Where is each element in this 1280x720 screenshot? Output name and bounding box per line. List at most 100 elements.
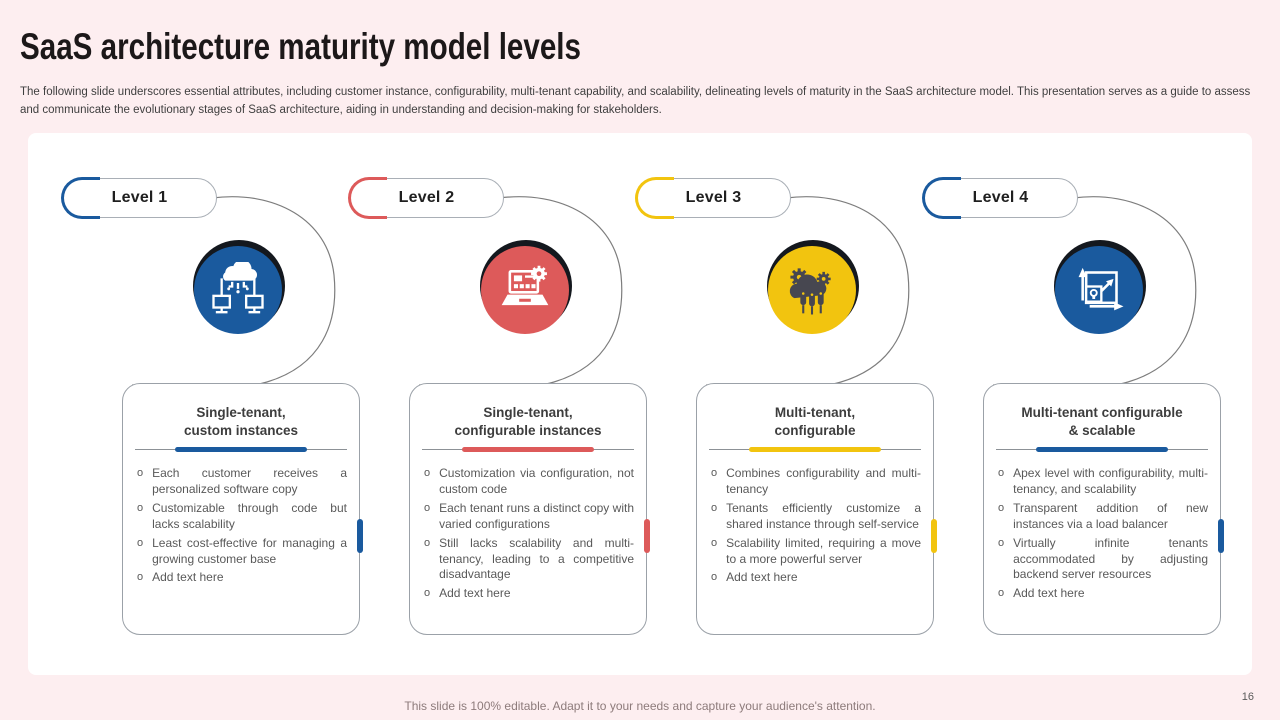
bullet-item: o Scalability limited, requiring a move t… xyxy=(711,536,921,568)
cloud-network-icon xyxy=(194,246,282,334)
bullet-text: Tenants efficiently customize a shared i… xyxy=(726,501,921,531)
bullet-marker: o xyxy=(711,571,718,584)
card-bullets: o Apex level with configurability, multi-… xyxy=(998,466,1208,602)
bullet-text: Transparent addition of new instances vi… xyxy=(1013,501,1208,531)
level-badge: Level 4 xyxy=(922,177,1078,219)
bullet-item: o Each customer receives a personalized s… xyxy=(137,466,347,498)
bullet-marker: o xyxy=(137,467,144,480)
level-badge: Level 1 xyxy=(61,177,217,219)
bullet-text: Combines configurability and multi-tenan… xyxy=(726,466,921,497)
bullet-item: o Add text here xyxy=(711,570,921,586)
bullet-text: Scalability limited, requiring a move to… xyxy=(726,535,921,566)
bullet-item: o Combines configurability and multi-tena… xyxy=(711,466,921,498)
bullet-marker: o xyxy=(137,502,144,515)
card-accent-bar xyxy=(643,519,650,553)
level-icon xyxy=(480,240,573,334)
level-column-4: Level 4 Multi-tenant configurable & scala… xyxy=(922,133,1224,675)
card-title-line: Multi-tenant configurable xyxy=(1021,405,1183,420)
bullet-item: o Apex level with configurability, multi-… xyxy=(998,466,1208,498)
card-bullets: o Combines configurability and multi-tena… xyxy=(711,466,921,586)
card-divider xyxy=(709,447,921,453)
card-title: Single-tenant, custom instances xyxy=(133,404,349,440)
card-title: Multi-tenant, configurable xyxy=(707,404,923,440)
level-column-3: Level 3 xyxy=(635,133,937,675)
bullet-text: Apex level with configurability, multi-t… xyxy=(1013,466,1208,497)
card-divider xyxy=(135,447,347,453)
bullet-marker: o xyxy=(998,587,1005,600)
level-badge-label: Level 1 xyxy=(111,189,168,206)
card-title: Multi-tenant configurable & scalable xyxy=(994,404,1210,440)
card-bullets: o Each customer receives a personalized s… xyxy=(137,466,347,586)
card-divider xyxy=(422,447,634,453)
level-card: Multi-tenant, configurable o Combines conf… xyxy=(696,383,937,635)
bullet-text: Each customer receives a personalized so… xyxy=(152,466,347,497)
card-title-line: configurable instances xyxy=(454,423,602,439)
bullet-marker: o xyxy=(424,502,431,515)
page-number: 16 xyxy=(1241,691,1254,703)
cloud-gears-icon xyxy=(768,246,856,334)
bullet-text: Still lacks scalability and multi-tenanc… xyxy=(439,535,634,582)
bullet-item: o Transparent addition of new instances v… xyxy=(998,501,1208,533)
level-card: Multi-tenant configurable & scalable o Ape… xyxy=(983,383,1224,635)
bullet-marker: o xyxy=(998,467,1005,480)
bullet-marker: o xyxy=(711,536,718,549)
level-column-1: Level 1 Single-tenant, custom instances xyxy=(61,133,363,675)
bullet-marker: o xyxy=(137,571,144,584)
bullet-text: Add text here xyxy=(726,570,798,585)
card-title: Single-tenant, configurable instances xyxy=(420,404,636,440)
slide-description: The following slide underscores essentia… xyxy=(20,86,1251,116)
bullet-marker: o xyxy=(711,502,718,515)
bullet-item: o Add text here xyxy=(424,586,634,602)
bullet-marker: o xyxy=(424,467,431,480)
content-panel: Level 1 Single-tenant, custom instances xyxy=(28,133,1252,675)
level-badge-label: Level 2 xyxy=(398,189,455,206)
bullet-item: o Customization via configuration, not cu… xyxy=(424,466,634,498)
bullet-text: Customizable through code but lacks scal… xyxy=(152,501,347,531)
card-accent-bar xyxy=(930,519,937,553)
card-accent-bar xyxy=(1217,519,1224,553)
card-title-line: Multi-tenant, xyxy=(774,405,856,420)
bullet-item: o Customizable through code but lacks sca… xyxy=(137,501,347,533)
bullet-text: Least cost-effective for managing a grow… xyxy=(152,535,347,566)
level-card: Single-tenant, configurable instances o Cu… xyxy=(409,383,650,635)
card-title-line: custom instances xyxy=(183,423,299,439)
level-icon xyxy=(767,240,860,334)
card-title-line: & scalable xyxy=(1068,423,1136,439)
footer-note: This slide is 100% editable. Adapt it to… xyxy=(404,699,876,713)
page-title: SaaS architecture maturity model levels xyxy=(20,26,581,67)
level-badge-label: Level 3 xyxy=(685,189,742,206)
laptop-gear-icon xyxy=(481,246,569,334)
card-title-line: configurable xyxy=(774,423,856,439)
bullet-item: o Least cost-effective for managing a gro… xyxy=(137,536,347,568)
bullet-text: Virtually infinite tenants accommodated … xyxy=(1013,535,1208,582)
card-title-line: Single-tenant, xyxy=(483,405,573,420)
bullet-marker: o xyxy=(998,502,1005,515)
scale-expand-icon xyxy=(1055,246,1143,334)
bullet-marker: o xyxy=(424,536,431,549)
level-icon xyxy=(1054,240,1147,334)
card-accent-bar xyxy=(356,519,363,553)
bullet-item: o Virtually infinite tenants accommodated… xyxy=(998,536,1208,583)
bullet-item: o Each tenant runs a distinct copy with v… xyxy=(424,501,634,533)
level-badge-label: Level 4 xyxy=(972,189,1029,206)
bullet-item: o Add text here xyxy=(998,586,1208,602)
bullet-marker: o xyxy=(711,467,718,480)
card-bullets: o Customization via configuration, not cu… xyxy=(424,466,634,602)
level-badge: Level 3 xyxy=(635,177,791,219)
card-divider xyxy=(996,447,1208,453)
level-card: Single-tenant, custom instances o Each cus… xyxy=(122,383,363,635)
bullet-marker: o xyxy=(137,536,144,549)
level-column-2: Level 2 Single-tenant,config xyxy=(348,133,650,675)
bullet-text: Each tenant runs a distinct copy with va… xyxy=(439,501,634,531)
bullet-text: Add text here xyxy=(1013,586,1085,601)
bullet-text: Add text here xyxy=(152,570,224,585)
bullet-item: o Tenants efficiently customize a shared … xyxy=(711,501,921,533)
bullet-text: Customization via configuration, not cus… xyxy=(439,466,634,497)
bullet-item: o Add text here xyxy=(137,570,347,586)
card-title-line: Single-tenant, xyxy=(196,405,286,420)
bullet-text: Add text here xyxy=(439,586,511,601)
bullet-marker: o xyxy=(424,587,431,600)
bullet-marker: o xyxy=(998,536,1005,549)
level-icon xyxy=(193,240,286,334)
level-badge: Level 2 xyxy=(348,177,504,219)
